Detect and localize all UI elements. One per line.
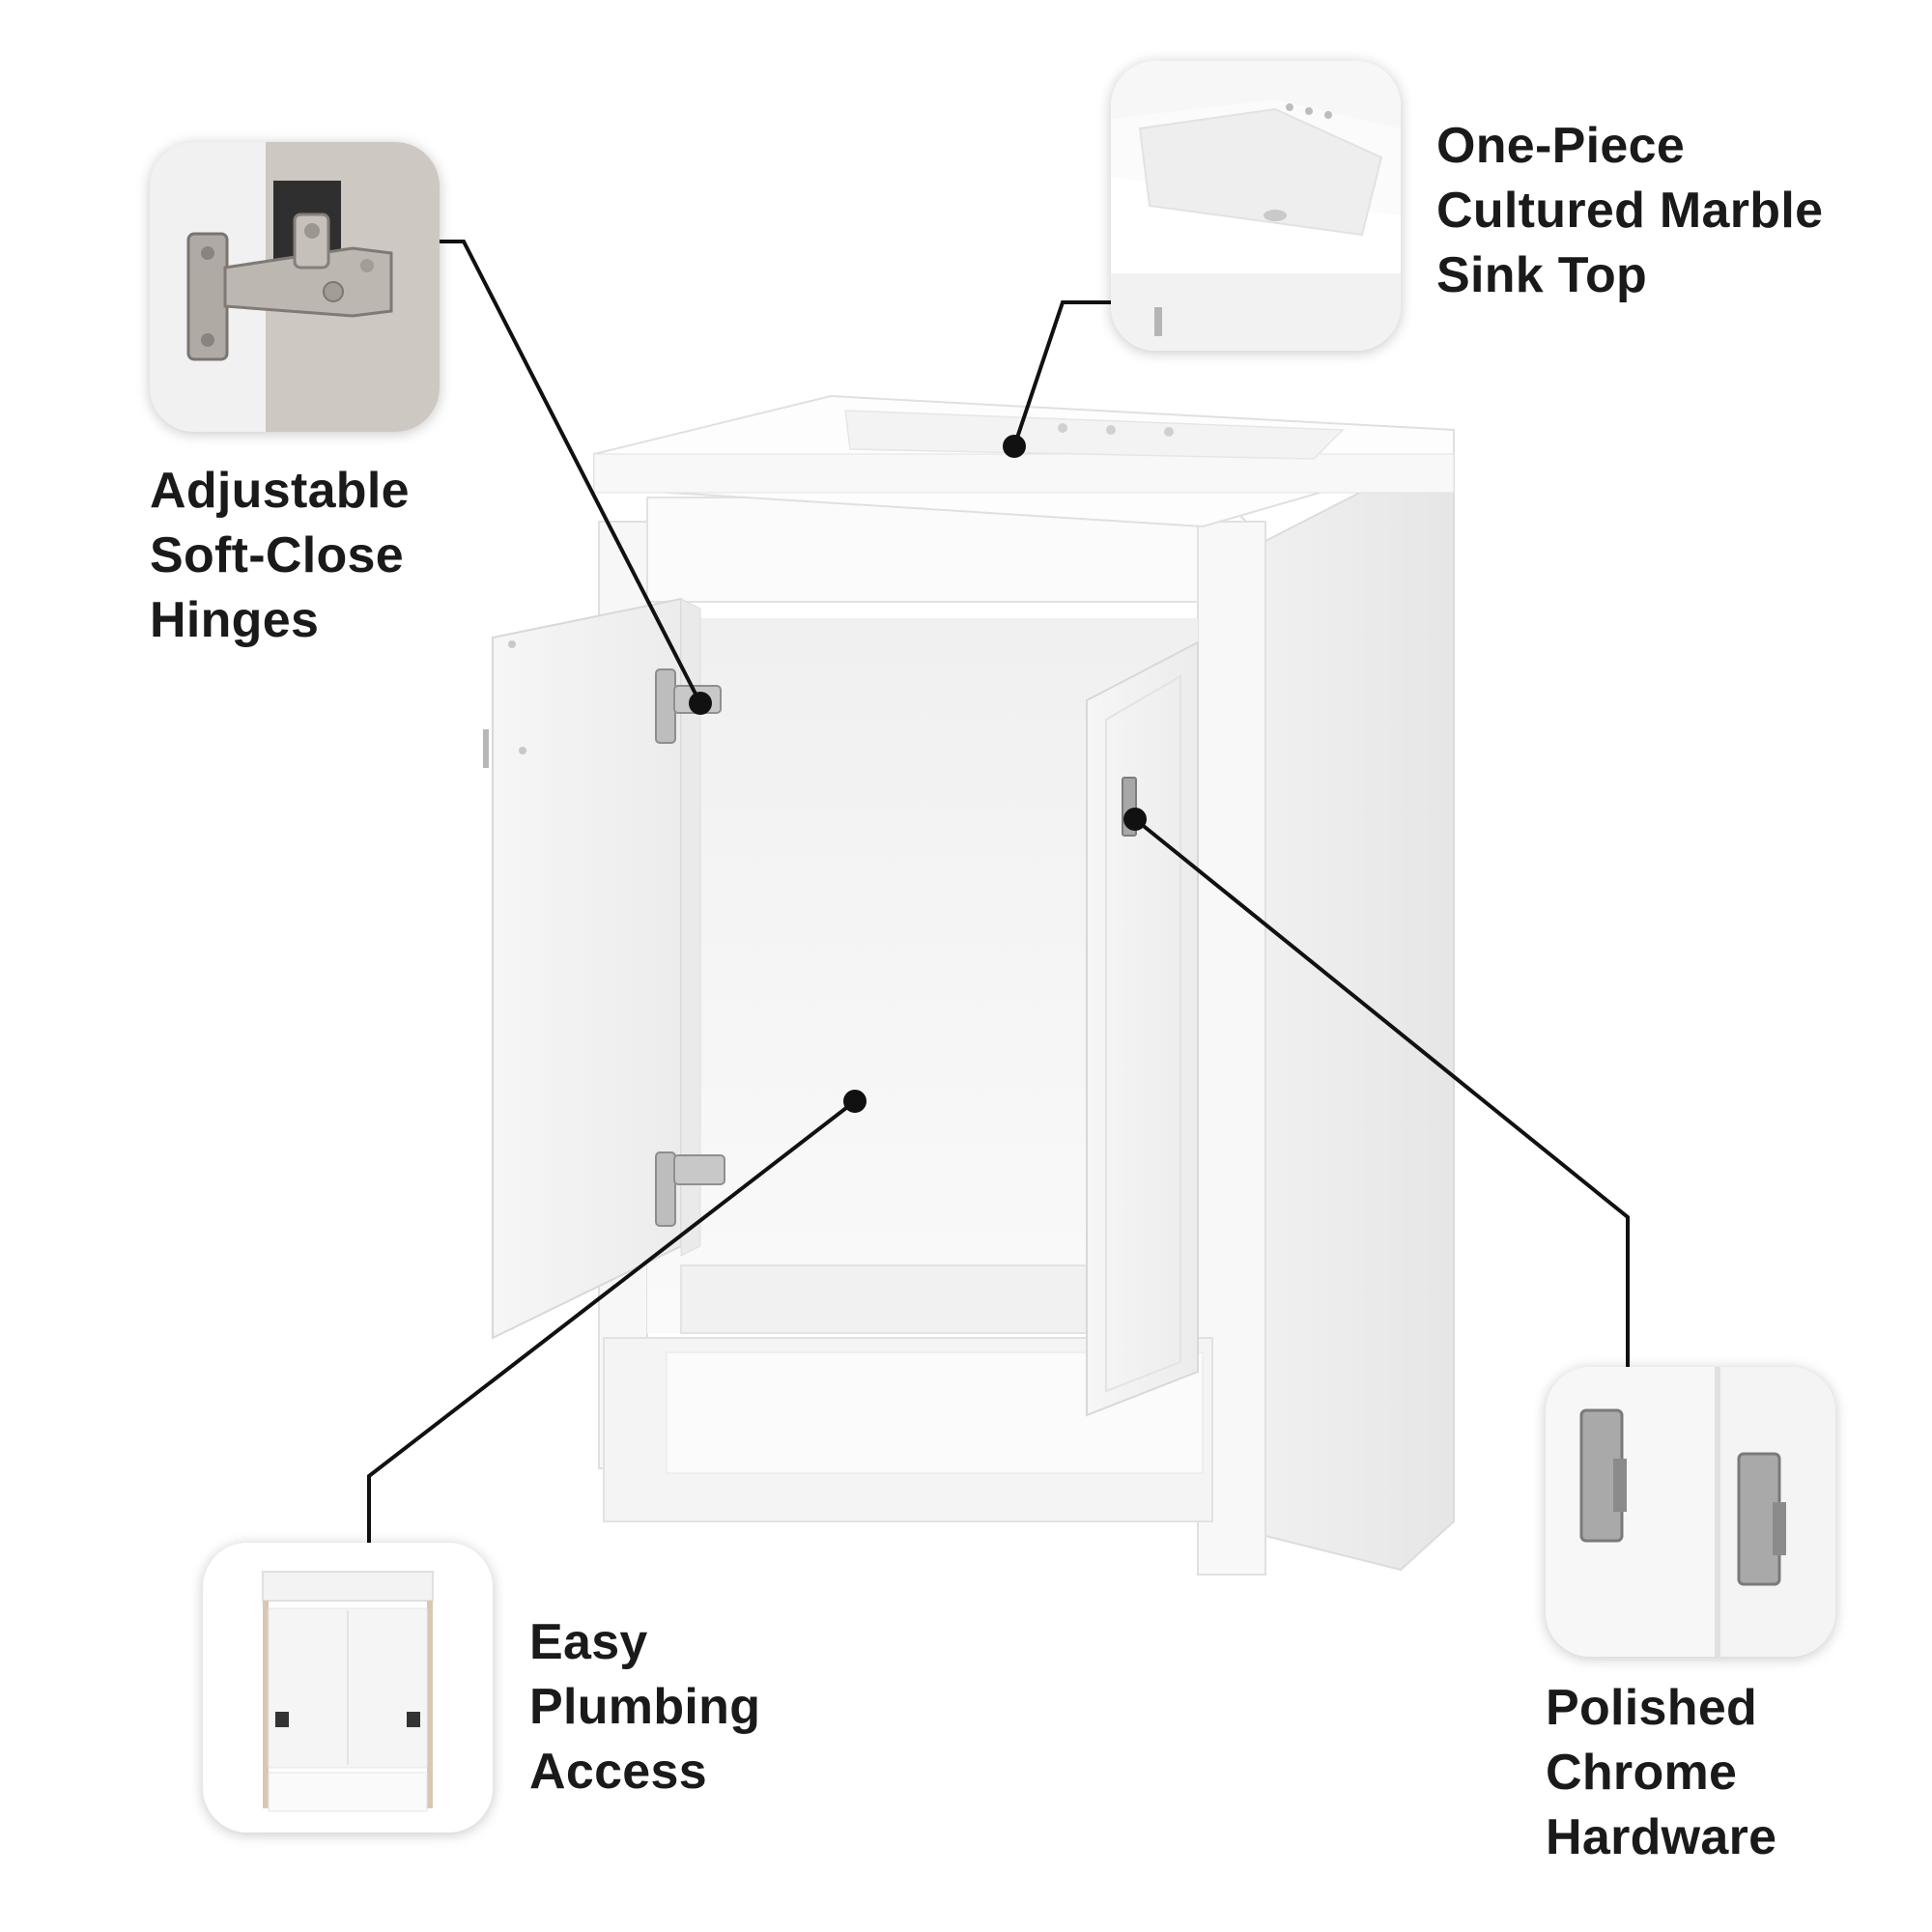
sink-top-callout-line-2: Cultured Marble bbox=[1436, 183, 1824, 239]
sink-top-callout-line-3: Sink Top bbox=[1436, 247, 1648, 303]
hinges-callout-line-2: Soft-Close bbox=[150, 527, 404, 583]
right-cabinet-door bbox=[1086, 640, 1199, 1417]
hardware-callout-line-3: Hardware bbox=[1546, 1809, 1777, 1865]
hinge-closeup-icon bbox=[150, 142, 440, 432]
plumbing-callout-line-1: Easy bbox=[529, 1614, 648, 1670]
chrome-hardware-thumbnail bbox=[1546, 1367, 1835, 1657]
hinges-callout: Adjustable Soft-Close Hinges bbox=[150, 459, 410, 653]
sink-top-anchor-dot bbox=[1003, 435, 1026, 458]
hardware-callout-line-2: Chrome bbox=[1546, 1745, 1738, 1801]
hinges-callout-line-3: Hinges bbox=[150, 592, 320, 648]
open-cabinet-icon bbox=[203, 1543, 493, 1833]
plumbing-access-thumbnail bbox=[203, 1543, 493, 1833]
hardware-callout: Polished Chrome Hardware bbox=[1546, 1676, 1776, 1870]
lower-hinge-icon bbox=[655, 1151, 725, 1227]
plumbing-callout-line-3: Access bbox=[529, 1744, 707, 1800]
sink-top-callout: One-Piece Cultured Marble Sink Top bbox=[1436, 114, 1823, 308]
sink-top-leader-line bbox=[1012, 300, 1116, 447]
cabinet-top-apron bbox=[646, 497, 1199, 603]
hinges-callout-line-1: Adjustable bbox=[150, 463, 410, 519]
hardware-callout-line-1: Polished bbox=[1546, 1680, 1758, 1736]
plumbing-callout: Easy Plumbing Access bbox=[529, 1610, 760, 1804]
sink-top-callout-line-1: One-Piece bbox=[1436, 118, 1686, 174]
hinges-anchor-dot bbox=[689, 692, 712, 715]
sink-basin bbox=[844, 410, 1345, 460]
hardware-leader-line bbox=[1133, 817, 1630, 1367]
plumbing-anchor-dot bbox=[843, 1090, 867, 1113]
hinges-leader-line bbox=[433, 240, 702, 704]
sink-closeup-thumbnail bbox=[1111, 61, 1401, 351]
chrome-pulls-icon bbox=[1546, 1367, 1835, 1657]
hardware-anchor-dot bbox=[1123, 808, 1147, 831]
sink-closeup-icon bbox=[1111, 61, 1401, 351]
plumbing-callout-line-2: Plumbing bbox=[529, 1679, 761, 1735]
plumbing-leader-line bbox=[367, 1099, 857, 1544]
hinge-closeup-thumbnail bbox=[150, 142, 440, 432]
